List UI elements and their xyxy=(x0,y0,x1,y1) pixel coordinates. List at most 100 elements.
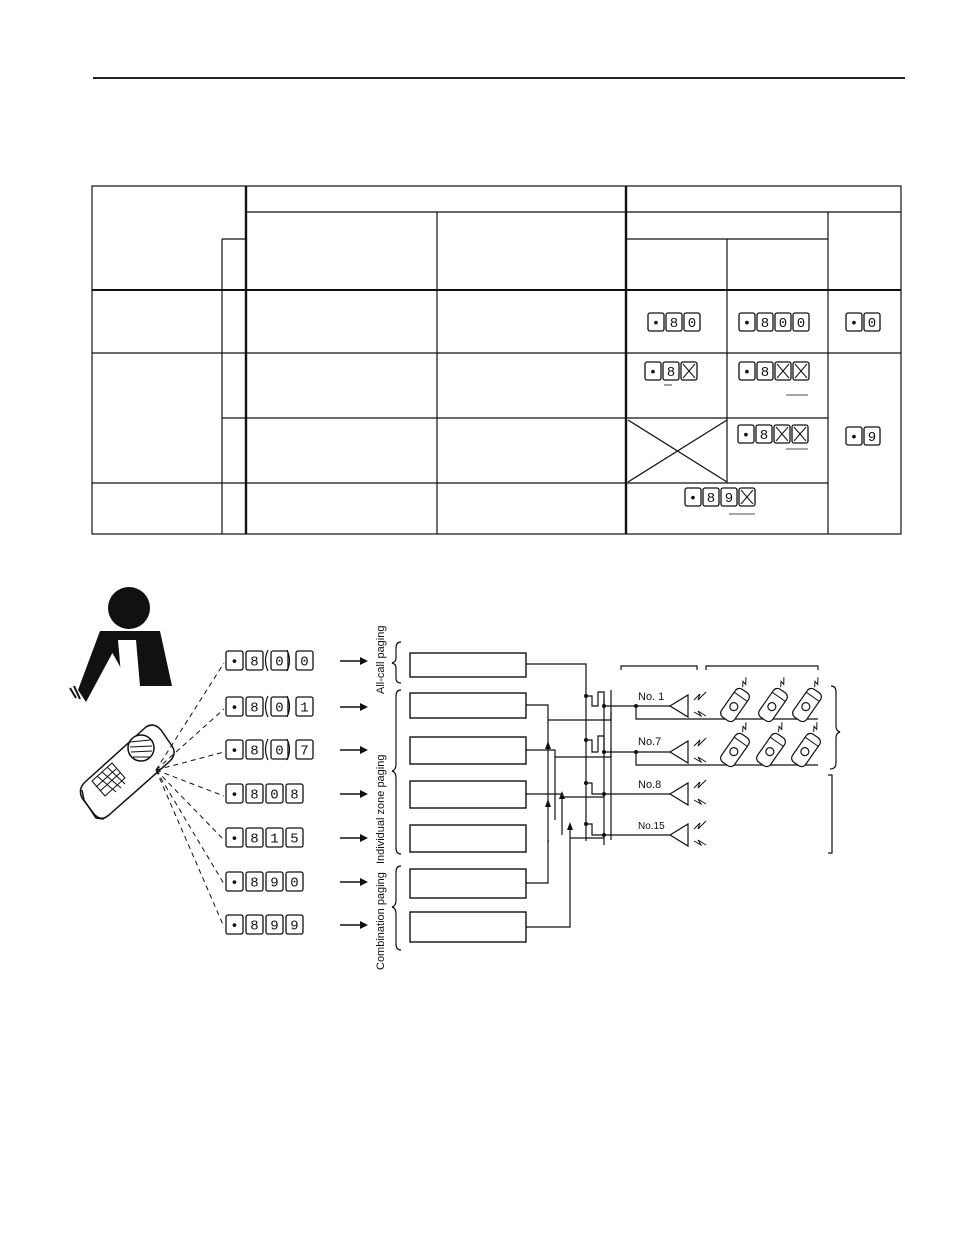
table-code-key: • xyxy=(845,312,863,332)
dial-key-label: 8 xyxy=(250,832,258,848)
table-code-key-label: • xyxy=(649,365,657,381)
dial-key: • xyxy=(225,871,244,892)
handset-icon xyxy=(79,724,175,820)
dial-key-label: 0 xyxy=(275,655,283,671)
dial-key-label: 8 xyxy=(250,876,258,892)
wiring-junction-dots xyxy=(584,694,638,837)
table-code-key-label: • xyxy=(743,365,751,381)
group-label-combination: Combination paging xyxy=(375,872,387,970)
table-code-key: 9 xyxy=(720,487,738,507)
dial-key: 8 xyxy=(245,914,264,935)
fan-line xyxy=(155,708,225,771)
table-code-key: 8 xyxy=(662,361,680,381)
table-code-key: 0 xyxy=(683,312,701,332)
receiver-brackets xyxy=(620,665,841,854)
table-code-key: 0 xyxy=(774,312,792,332)
pager-icon xyxy=(756,722,786,768)
pager-icon xyxy=(758,677,788,723)
dial-key: 0 xyxy=(285,871,304,892)
table-code-key: 8 xyxy=(702,487,720,507)
table-code-key: 8 xyxy=(755,424,773,444)
dial-key: 8 xyxy=(245,650,264,671)
row-arrow-head xyxy=(360,790,368,798)
dial-key-label: 0 xyxy=(270,788,278,804)
row-arrow-head xyxy=(360,878,368,886)
dial-key: 9 xyxy=(265,914,284,935)
dial-key-label: • xyxy=(230,744,238,760)
dial-key-label: • xyxy=(230,919,238,935)
pager-icon xyxy=(791,722,821,768)
row-arrow-head xyxy=(360,834,368,842)
dial-key: 1 xyxy=(265,827,284,848)
table-code-key-label: 0 xyxy=(868,316,876,332)
dial-key: 9 xyxy=(265,871,284,892)
table-code-key-label: • xyxy=(689,491,697,507)
dial-key-label: 1 xyxy=(270,832,278,848)
dial-key: 0 xyxy=(264,649,291,672)
dial-key-label: 8 xyxy=(250,788,258,804)
table-code-key-label: 9 xyxy=(868,430,876,446)
table-code-key xyxy=(792,361,810,381)
dial-key: 8 xyxy=(245,871,264,892)
dial-key: 8 xyxy=(245,827,264,848)
dial-key-label: 9 xyxy=(270,876,278,892)
table-code-key-label: 8 xyxy=(761,365,769,381)
table-code-key xyxy=(738,487,756,507)
dial-key-label: 0 xyxy=(275,744,283,760)
table-code-key-label: 0 xyxy=(797,316,805,332)
table-code-key-label: • xyxy=(742,428,750,444)
table-code-key-label: • xyxy=(850,430,858,446)
pager-icon xyxy=(792,677,822,723)
dial-key-label: • xyxy=(230,788,238,804)
dial-key: • xyxy=(225,739,244,760)
table-code-key: 8 xyxy=(756,361,774,381)
dial-key-label: 1 xyxy=(300,701,308,717)
dial-key: • xyxy=(225,827,244,848)
table-code-key: • xyxy=(845,426,863,446)
dial-key-label: 0 xyxy=(290,876,298,892)
pocket-receivers xyxy=(720,677,822,768)
module-box-zone-7 xyxy=(409,736,527,765)
dial-key-label: 9 xyxy=(290,919,298,935)
zone-label-7: No.7 xyxy=(638,736,661,748)
dial-key: 5 xyxy=(285,827,304,848)
module-box-zone-1 xyxy=(409,692,527,719)
table-code-r2c1: •8 xyxy=(644,361,698,381)
table-code-key-label: 8 xyxy=(667,365,675,381)
dial-key-label: • xyxy=(230,701,238,717)
header-rule xyxy=(93,77,905,79)
table-code-key-label: • xyxy=(743,316,751,332)
row-arrow-head xyxy=(360,657,368,665)
fan-line xyxy=(155,751,225,771)
dial-key-label: 8 xyxy=(250,919,258,935)
dial-key-label: 0 xyxy=(275,701,283,717)
signal-fan-lines xyxy=(155,662,225,928)
module-box-zone-8 xyxy=(409,780,527,809)
fan-line xyxy=(155,769,225,928)
dial-key-label: • xyxy=(230,655,238,671)
row-arrow-head xyxy=(360,703,368,711)
dial-key: 8 xyxy=(245,696,264,717)
dial-key: • xyxy=(225,783,244,804)
table-code-key-label: • xyxy=(850,316,858,332)
dial-key-label: 5 xyxy=(290,832,298,848)
dial-key: 0 xyxy=(265,783,284,804)
table-code-key: • xyxy=(738,361,756,381)
group-braces xyxy=(391,641,402,951)
dial-key-label: 0 xyxy=(300,655,308,671)
table-code-key xyxy=(791,424,809,444)
dial-key: • xyxy=(225,696,244,717)
transmitter-icon xyxy=(668,820,707,848)
table-code-r1c3: •0 xyxy=(845,312,881,332)
table-code-key-label: 0 xyxy=(779,316,787,332)
fan-line xyxy=(155,769,225,797)
